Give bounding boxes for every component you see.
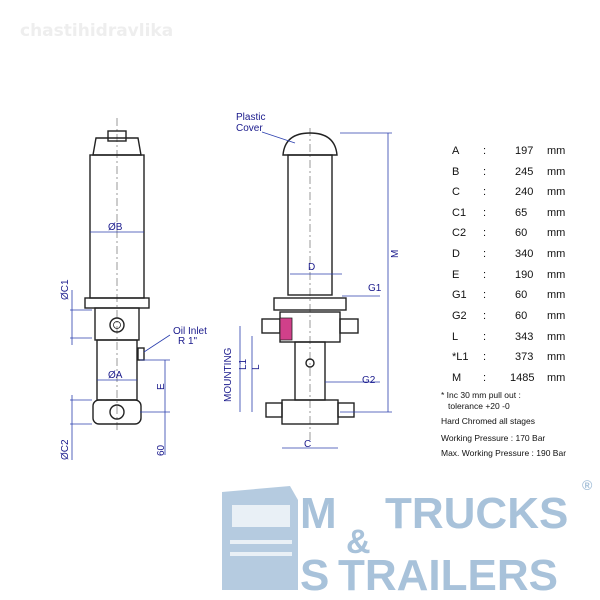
specs-2-sep: :: [483, 186, 486, 198]
logo-trucks: TRUCKS: [385, 489, 568, 538]
cylinder-front-view: Plastic Cover D G1 G2 L1 L MOUNTING M C: [223, 112, 401, 450]
spec-row: E: 190 mm: [452, 269, 565, 281]
dim-label-d: D: [308, 262, 315, 273]
specs-6-unit: mm: [547, 269, 565, 281]
company-logo: M TRUCKS ® & S TRAILERS: [222, 477, 593, 600]
spec-row: L: 343 mm: [452, 331, 565, 343]
specs-11-value: 1485: [510, 372, 534, 384]
specs-1-key: B: [452, 166, 459, 178]
logo-amp: &: [346, 523, 371, 561]
note-max-pressure: Max. Working Pressure : 190 Bar: [441, 448, 566, 458]
spec-row: G1: 60 mm: [452, 289, 565, 301]
specs-3-unit: mm: [547, 207, 565, 219]
spec-row: D: 340 mm: [452, 248, 565, 260]
truck-icon: [222, 486, 298, 590]
dim-label-g2: G2: [362, 375, 376, 386]
dim-label-c: C: [304, 439, 311, 450]
specs-9-key: L: [452, 331, 458, 343]
specs-10-value: 373: [515, 351, 533, 363]
dim-label-60: 60: [156, 444, 167, 456]
spec-row: *L1: 373 mm: [452, 351, 565, 363]
dim-label-a: ØA: [108, 370, 123, 381]
specs-9-unit: mm: [547, 331, 565, 343]
specs-9-value: 343: [515, 331, 533, 343]
dim-label-c1: ØC1: [60, 279, 71, 300]
note-working-pressure: Working Pressure : 170 Bar: [441, 433, 545, 443]
specs-7-sep: :: [483, 289, 486, 301]
specs-2-value: 240: [515, 186, 533, 198]
oil-inlet-thread: R 1": [178, 336, 198, 347]
specs-10-unit: mm: [547, 351, 565, 363]
specs-7-key: G1: [452, 289, 467, 301]
specs-4-value: 60: [515, 227, 527, 239]
mounting-label: MOUNTING: [223, 347, 234, 402]
oil-inlet-label: Oil Inlet: [173, 326, 207, 337]
specs-0-unit: mm: [547, 145, 565, 157]
specs-6-value: 190: [515, 269, 533, 281]
specs-4-sep: :: [483, 227, 486, 239]
note-chromed: Hard Chromed all stages: [441, 416, 535, 426]
specs-5-unit: mm: [547, 248, 565, 260]
specs-8-unit: mm: [547, 310, 565, 322]
specs-1-unit: mm: [547, 166, 565, 178]
dim-label-l: L: [251, 364, 262, 370]
cylinder-side-view: ØB ØA ØC1 ØC2 E 60 Oil Inlet R 1": [60, 118, 207, 460]
dim-label-c2: ØC2: [60, 439, 71, 460]
specs-0-key: A: [452, 145, 460, 157]
logo-reg: ®: [582, 477, 593, 493]
specs-3-value: 65: [515, 207, 527, 219]
specs-4-key: C2: [452, 227, 466, 239]
specs-1-value: 245: [515, 166, 533, 178]
specs-2-key: C: [452, 186, 460, 198]
specs-3-sep: :: [483, 207, 486, 219]
specs-11-sep: :: [483, 372, 486, 384]
cover-label: Cover: [236, 123, 263, 134]
specs-7-value: 60: [515, 289, 527, 301]
specs-0-value: 197: [515, 145, 533, 157]
specs-10-sep: :: [483, 351, 486, 363]
specs-1-sep: :: [483, 166, 486, 178]
dim-label-l1: L1: [238, 358, 249, 370]
note-pull-out: * Inc 30 mm pull out :: [441, 390, 521, 400]
specs-11-unit: mm: [547, 372, 565, 384]
specs-8-key: G2: [452, 310, 467, 322]
specs-8-value: 60: [515, 310, 527, 322]
logo-trailers: TRAILERS: [338, 551, 558, 600]
specs-11-key: M: [452, 372, 461, 384]
specs-5-sep: :: [483, 248, 486, 260]
logo-s: S: [300, 551, 329, 600]
dim-label-e: E: [156, 383, 167, 390]
spec-row: C: 240 mm: [452, 186, 565, 198]
watermark: chastihidravlika: [20, 21, 173, 41]
spec-row: C1: 65 mm: [452, 207, 565, 219]
specs-0-sep: :: [483, 145, 486, 157]
plastic-label: Plastic: [236, 112, 265, 123]
dim-label-b: ØB: [108, 222, 123, 233]
specs-10-key: *L1: [452, 351, 469, 363]
spec-row: M: 1485 mm: [452, 372, 565, 384]
specs-3-key: C1: [452, 207, 466, 219]
logo-m: M: [300, 489, 337, 538]
dim-label-m: M: [390, 250, 401, 258]
dim-label-g1: G1: [368, 283, 382, 294]
spec-row: C2: 60 mm: [452, 227, 565, 239]
specs-4-unit: mm: [547, 227, 565, 239]
spec-row: B: 245 mm: [452, 166, 565, 178]
specs-8-sep: :: [483, 310, 486, 322]
specs-6-key: E: [452, 269, 459, 281]
specs-5-value: 340: [515, 248, 533, 260]
spec-row: G2: 60 mm: [452, 310, 565, 322]
specs-7-unit: mm: [547, 289, 565, 301]
specs-6-sep: :: [483, 269, 486, 281]
spec-row: A: 197 mm: [452, 145, 565, 157]
specs-2-unit: mm: [547, 186, 565, 198]
specs-5-key: D: [452, 248, 460, 260]
note-tolerance: tolerance +20 -0: [448, 401, 510, 411]
specs-9-sep: :: [483, 331, 486, 343]
